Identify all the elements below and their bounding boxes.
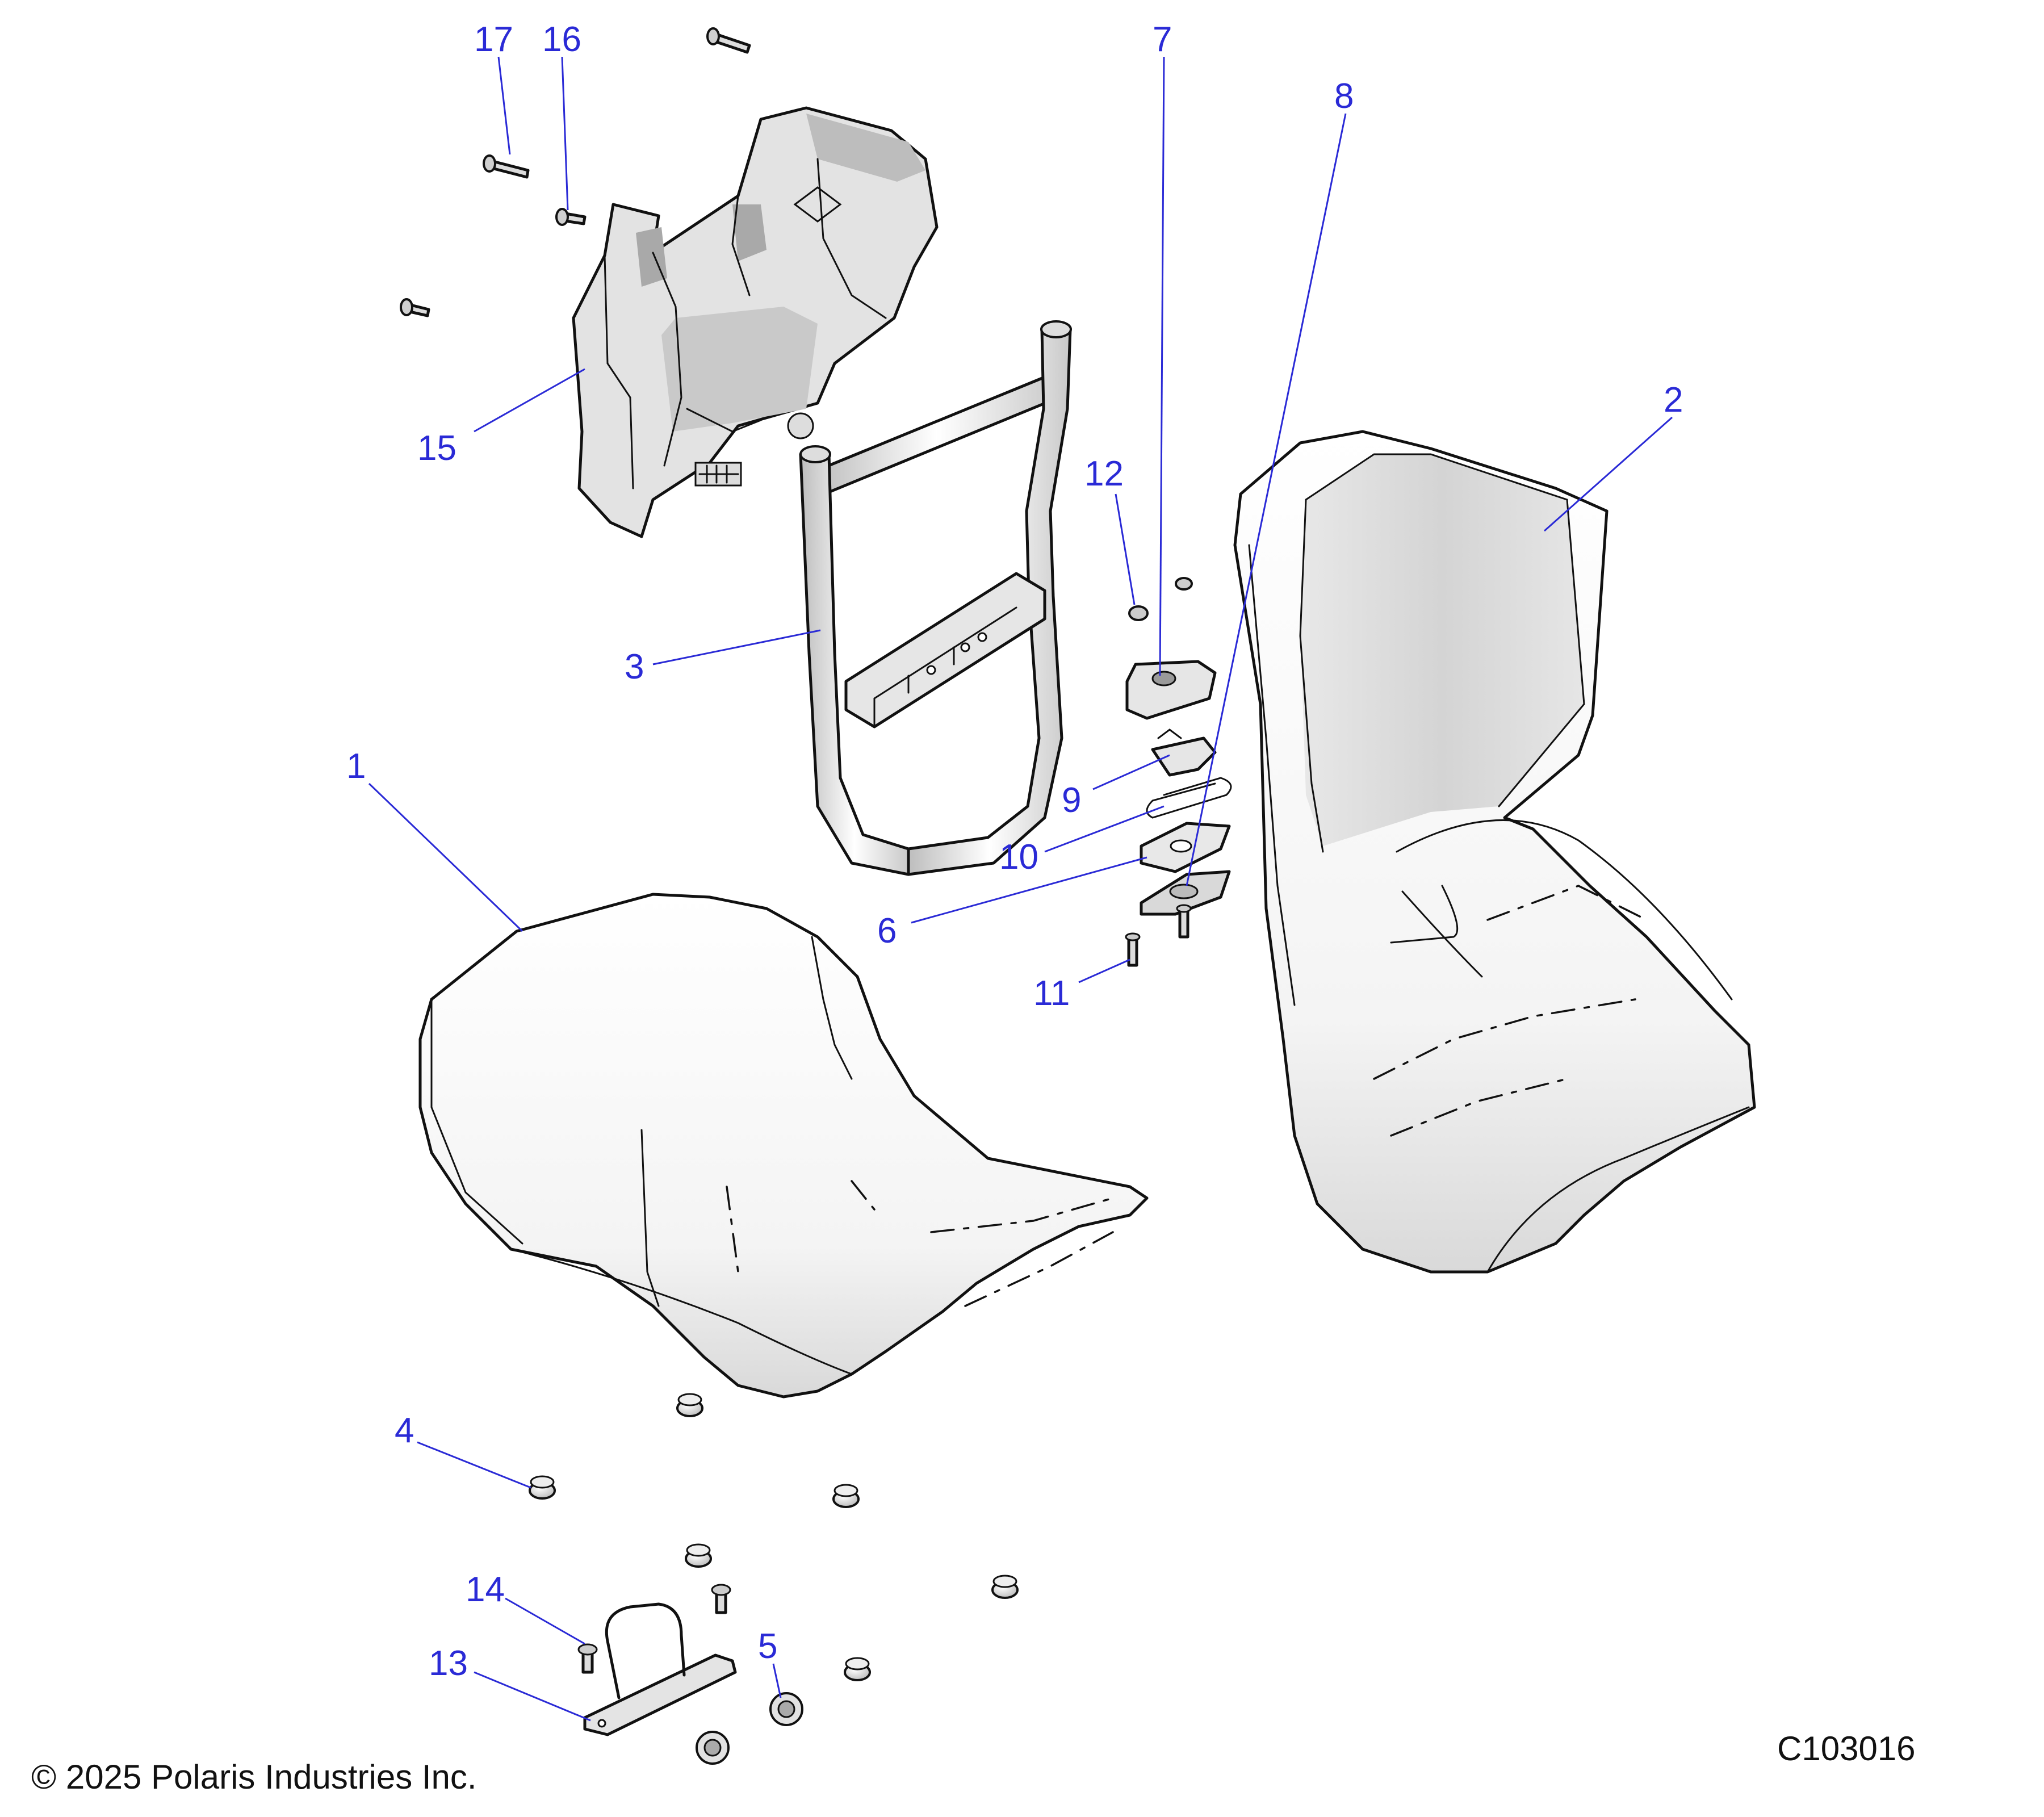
leader-16 <box>561 56 569 211</box>
leader-6 <box>911 856 1147 924</box>
base-plate-part <box>1140 822 1231 916</box>
spring-clip-part <box>1146 777 1232 819</box>
callout-10: 10 <box>999 838 1038 877</box>
leader-12 <box>1115 493 1136 605</box>
callout-4: 4 <box>395 1411 414 1450</box>
callout-7: 7 <box>1153 20 1172 59</box>
leader-15 <box>474 368 585 433</box>
backrest-shell-part <box>572 106 939 538</box>
latch-rod-part <box>1176 904 1192 939</box>
callout-1: 1 <box>346 747 366 786</box>
screw-long-part <box>483 154 530 179</box>
callout-8: 8 <box>1334 77 1354 116</box>
front-seat-part <box>418 893 1149 1399</box>
leader-4 <box>417 1441 531 1489</box>
leader-14 <box>505 1597 585 1645</box>
callout-2: 2 <box>1664 380 1683 420</box>
leader-3 <box>652 629 821 665</box>
leader-1 <box>368 782 523 932</box>
callout-9: 9 <box>1062 781 1081 820</box>
grommet-part <box>529 1393 1019 1681</box>
leader-8 <box>1186 113 1347 886</box>
drawing-id: C103016 <box>1777 1730 1916 1768</box>
callout-labels: 17 16 15 3 1 2 7 8 12 9 10 6 11 4 14 13 … <box>346 20 1683 1683</box>
callout-6: 6 <box>877 911 897 951</box>
latch-plate-part <box>1151 729 1217 777</box>
callout-14: 14 <box>466 1570 505 1609</box>
leader-17 <box>497 56 511 155</box>
seat-frame-part <box>799 320 1072 876</box>
copyright-text: © 2025 Polaris Industries Inc. <box>31 1758 477 1796</box>
nut-part <box>696 1692 803 1765</box>
nut-small-part <box>1128 577 1193 621</box>
screw-part <box>1125 932 1141 967</box>
leader-11 <box>1078 958 1130 983</box>
leader-lines <box>368 56 1673 1722</box>
latch-cover-part <box>1125 660 1217 720</box>
screw-loose-top-part <box>706 27 751 54</box>
callout-13: 13 <box>429 1644 468 1683</box>
callout-12: 12 <box>1084 454 1124 493</box>
callout-17: 17 <box>474 20 513 59</box>
callout-15: 15 <box>417 429 456 468</box>
leader-10 <box>1044 805 1165 853</box>
leader-2 <box>1544 416 1673 532</box>
leader-7 <box>1159 56 1165 676</box>
callout-11: 11 <box>1033 974 1070 1013</box>
strike-bracket-part <box>583 1602 737 1736</box>
callout-16: 16 <box>542 20 581 59</box>
screw-short-part <box>555 208 587 226</box>
leader-13 <box>474 1671 591 1722</box>
leader-9 <box>1092 754 1170 790</box>
rear-seat-part <box>1233 430 1756 1274</box>
leader-5 <box>772 1663 782 1698</box>
screw-loose-left-part <box>400 298 430 317</box>
callout-5: 5 <box>758 1627 777 1666</box>
callout-3: 3 <box>625 647 644 686</box>
bolt-part <box>577 1584 731 1674</box>
